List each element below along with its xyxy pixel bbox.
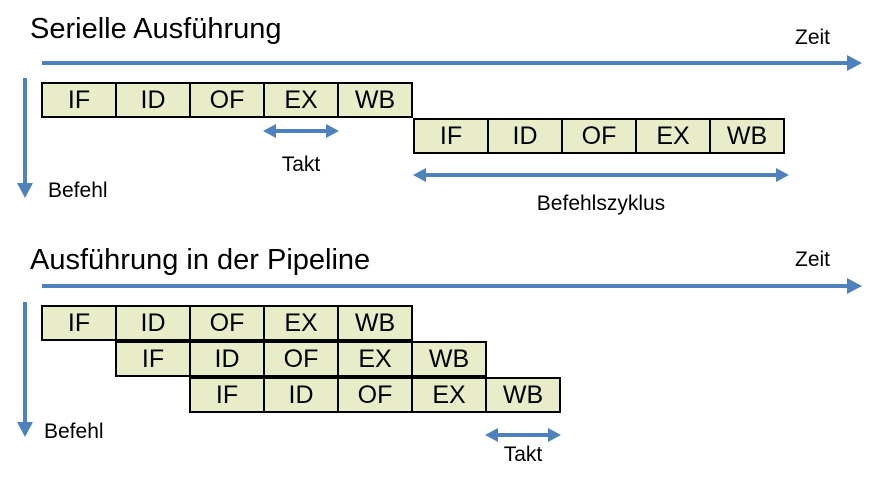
pipeline-stage-cell: WB xyxy=(337,82,413,118)
instruction-axis-arrow-pipeline xyxy=(17,302,33,437)
instruction-axis-arrow-serial xyxy=(17,78,33,198)
pipeline-stage-cell: ID xyxy=(263,377,339,413)
arrow-line xyxy=(42,61,849,65)
pipeline-stage-cell: WB xyxy=(411,341,487,377)
takt-span-arrow-pipeline xyxy=(485,428,561,442)
pipeline-stage-cell: EX xyxy=(263,305,339,341)
arrow-left-icon xyxy=(413,168,426,182)
section-title-pipeline: Ausführung in der Pipeline xyxy=(30,244,371,276)
arrow-down-icon xyxy=(17,422,33,437)
pipeline-stage-cell: IF xyxy=(189,377,265,413)
arrow-down-icon xyxy=(17,183,33,198)
pipeline-stage-cell: ID xyxy=(115,82,191,118)
pipeline-stage-cell: EX xyxy=(263,82,339,118)
arrow-left-icon xyxy=(263,124,276,138)
pipeline-stage-cell: EX xyxy=(411,377,487,413)
arrow-line xyxy=(42,284,849,288)
arrow-left-icon xyxy=(485,428,498,442)
pipeline-stage-cell: OF xyxy=(263,341,339,377)
arrow-line xyxy=(23,78,27,185)
pipeline-stage-cell: EX xyxy=(635,118,711,154)
takt-label-pipeline: Takt xyxy=(503,443,543,466)
pipeline-stage-cell: ID xyxy=(115,305,191,341)
instruction-axis-label-pipeline: Befehl xyxy=(44,420,104,443)
pipeline-stage-cell: IF xyxy=(41,305,117,341)
befehlszyklus-label: Befehlszyklus xyxy=(536,192,666,215)
pipeline-stage-cell: IF xyxy=(41,82,117,118)
pipeline-stage-cell: OF xyxy=(337,377,413,413)
takt-label-serial: Takt xyxy=(281,153,321,176)
takt-span-arrow-serial xyxy=(263,124,339,138)
arrow-line xyxy=(273,129,329,133)
arrow-right-icon xyxy=(776,168,789,182)
pipeline-stage-cell: EX xyxy=(337,341,413,377)
time-axis-arrow-serial xyxy=(42,55,862,71)
instruction-axis-label-serial: Befehl xyxy=(48,179,108,202)
time-axis-label-pipeline: Zeit xyxy=(795,248,831,271)
pipeline-stage-cell: IF xyxy=(115,341,191,377)
pipeline-stage-cell: ID xyxy=(189,341,265,377)
time-axis-arrow-pipeline xyxy=(42,278,862,294)
arrow-line xyxy=(23,302,27,424)
pipeline-stage-cell: WB xyxy=(485,377,561,413)
arrow-right-icon xyxy=(847,55,862,71)
arrow-right-icon xyxy=(548,428,561,442)
section-title-serial: Serielle Ausführung xyxy=(30,13,282,45)
pipeline-stage-cell: WB xyxy=(337,305,413,341)
pipeline-stage-cell: ID xyxy=(487,118,563,154)
pipeline-stage-cell: OF xyxy=(189,305,265,341)
pipeline-stage-cell: WB xyxy=(709,118,785,154)
arrow-line xyxy=(495,433,551,437)
pipeline-stage-cell: IF xyxy=(413,118,489,154)
pipeline-stage-cell: OF xyxy=(189,82,265,118)
time-axis-label-serial: Zeit xyxy=(795,26,831,49)
befehlszyklus-span-arrow xyxy=(413,168,789,182)
arrow-line xyxy=(423,173,779,177)
arrow-right-icon xyxy=(847,278,862,294)
arrow-right-icon xyxy=(326,124,339,138)
pipeline-stage-cell: OF xyxy=(561,118,637,154)
